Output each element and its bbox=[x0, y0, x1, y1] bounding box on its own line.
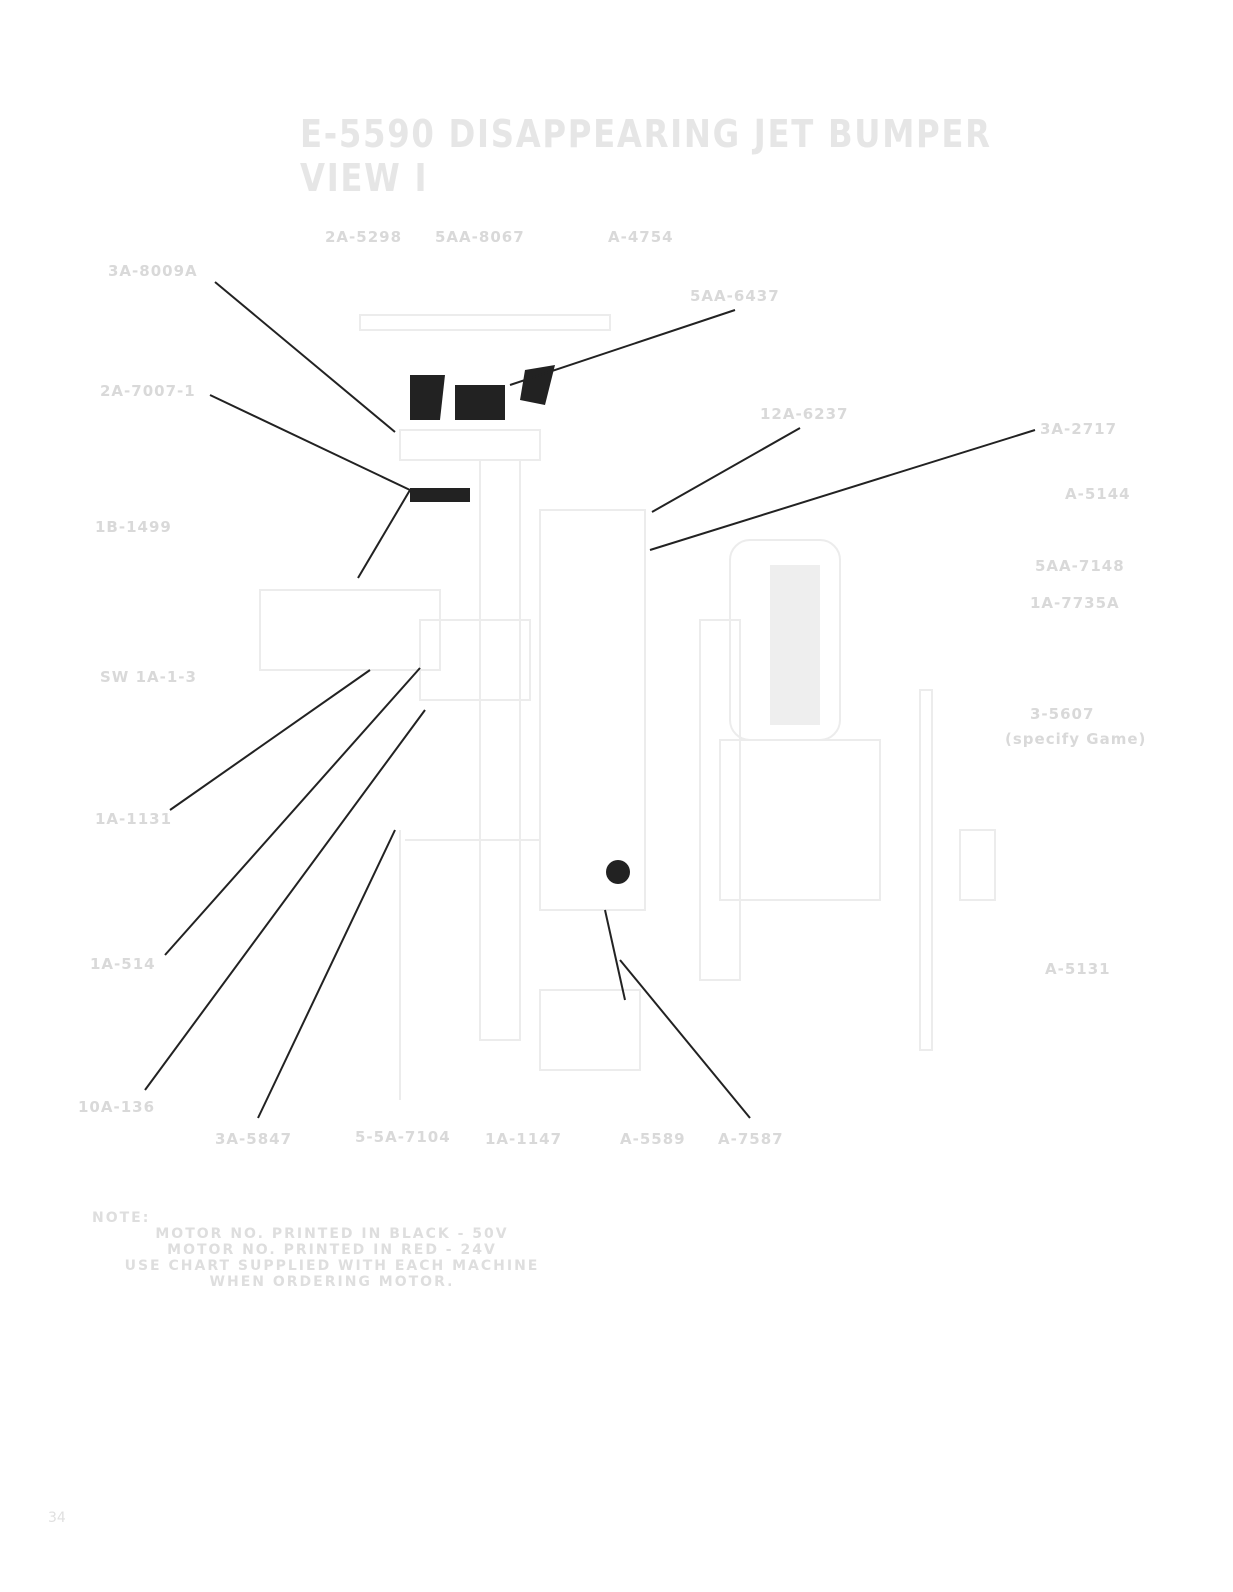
part-label: A-5131 bbox=[1045, 960, 1111, 978]
part-label: 1A-7735A bbox=[1030, 594, 1120, 612]
part-label: 3-5607 bbox=[1030, 705, 1095, 723]
part-label: (specify Game) bbox=[1005, 730, 1147, 748]
part-label: 12A-6237 bbox=[760, 405, 849, 423]
part-label: 10A-136 bbox=[78, 1098, 156, 1116]
part-label: 3A-8009A bbox=[108, 262, 198, 280]
part-label: 2A-7007-1 bbox=[100, 382, 196, 400]
part-label: SW 1A-1-3 bbox=[100, 668, 197, 686]
part-label: A-4754 bbox=[608, 228, 674, 246]
part-label: 3A-2717 bbox=[1040, 420, 1118, 438]
page-title: E-5590 DISAPPEARING JET BUMPER VIEW I bbox=[300, 112, 992, 200]
motor-dark-parts bbox=[410, 365, 630, 884]
part-label: 5AA-7148 bbox=[1035, 557, 1125, 575]
part-label: 5AA-6437 bbox=[690, 287, 780, 305]
part-label: 3A-5847 bbox=[215, 1130, 293, 1148]
coil-shading bbox=[770, 565, 820, 725]
part-label: 5-5A-7104 bbox=[355, 1128, 451, 1146]
part-label: A-5144 bbox=[1065, 485, 1131, 503]
mechanism-outline bbox=[259, 314, 996, 1100]
part-label: A-7587 bbox=[718, 1130, 784, 1148]
part-label: 5AA-8067 bbox=[435, 228, 525, 246]
part-label: 1A-1147 bbox=[485, 1130, 563, 1148]
part-label: 2A-5298 bbox=[325, 228, 403, 246]
note-line: MOTOR NO. PRINTED IN BLACK - 50V bbox=[155, 1226, 509, 1242]
part-label: 1A-514 bbox=[90, 955, 156, 973]
part-label: 1B-1499 bbox=[95, 518, 172, 536]
note-line: USE CHART SUPPLIED WITH EACH MACHINE bbox=[124, 1258, 540, 1274]
leader-lines bbox=[144, 281, 1036, 1119]
part-label: 1A-1131 bbox=[95, 810, 173, 828]
motor-note: NOTE: MOTOR NO. PRINTED IN BLACK - 50V M… bbox=[92, 1210, 572, 1290]
page-number: 34 bbox=[48, 1510, 66, 1526]
note-heading: NOTE: bbox=[92, 1210, 151, 1226]
note-line: WHEN ORDERING MOTOR. bbox=[209, 1274, 455, 1290]
note-line: MOTOR NO. PRINTED IN RED - 24V bbox=[167, 1242, 497, 1258]
part-label: A-5589 bbox=[620, 1130, 686, 1148]
